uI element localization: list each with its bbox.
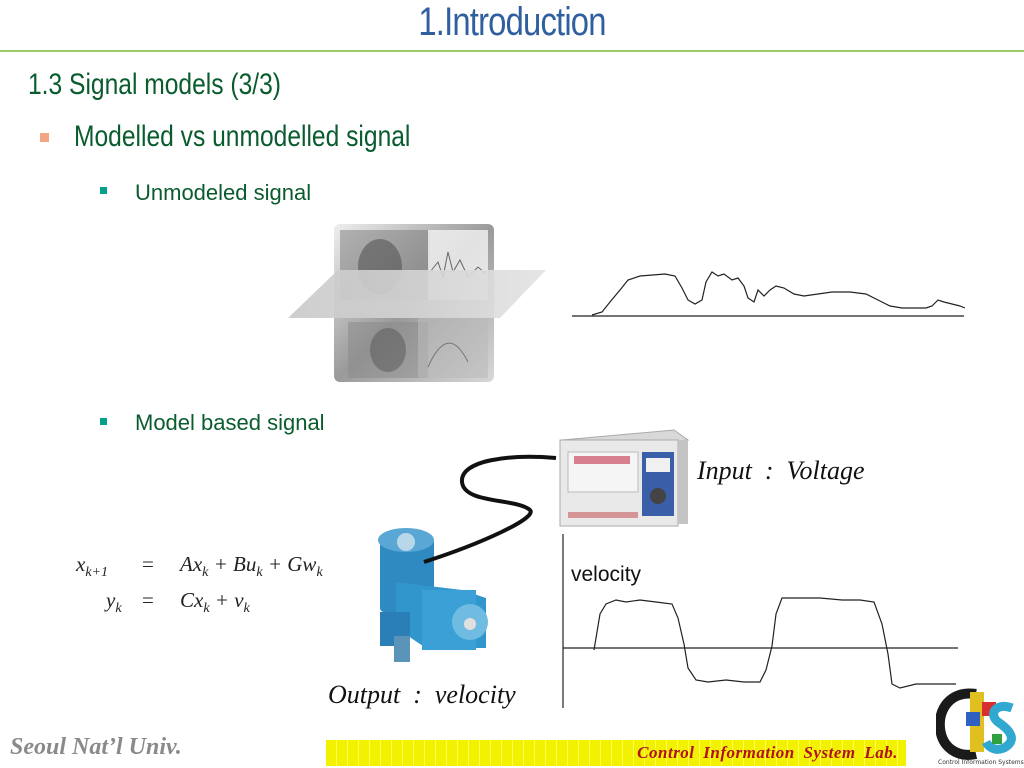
voltage-regulator-image	[559, 429, 690, 527]
state-equation-rhs: Axk + Buk + Gwk	[180, 552, 323, 580]
unmodeled-image-collage	[288, 224, 546, 382]
title-divider	[0, 50, 1024, 52]
unmodeled-signal-waveform	[572, 271, 966, 317]
output-equation-rhs: Cxk + vk	[180, 588, 250, 616]
state-space-equations: xk+1 = Axk + Buk + Gwk yk = Cxk + vk	[70, 550, 370, 620]
bullet-square-icon	[40, 133, 49, 142]
footer-lab-name: Control Information System Lab.	[637, 743, 898, 762]
dc-motor-image	[378, 528, 488, 662]
footer-band: Control Information System Lab.	[326, 740, 906, 766]
output-equation-lhs: yk	[106, 588, 122, 616]
bullet-modelled-vs-unmodelled: Modelled vs unmodelled signal	[74, 120, 411, 153]
connection-cable	[423, 454, 557, 564]
state-equation-lhs: xk+1	[76, 552, 108, 580]
output-velocity-label: Output : velocity	[328, 680, 516, 709]
bullet-model-based-signal: Model based signal	[135, 410, 325, 435]
output-equation: yk = Cxk + vk	[106, 588, 250, 616]
velocity-axis-label: velocity	[571, 563, 642, 586]
footer-university: Seoul Nat’l Univ.	[10, 734, 182, 760]
section-heading: 1.3 Signal models (3/3)	[28, 68, 281, 101]
slide-title: 1.Introduction	[418, 0, 606, 44]
bullet-square-icon	[100, 187, 107, 194]
velocity-waveform-plot	[562, 534, 958, 708]
bullet-unmodeled-signal: Unmodeled signal	[135, 180, 312, 205]
svg-text:Control Information Systems La: Control Information Systems Lab	[938, 759, 1024, 766]
bullet-square-icon	[100, 418, 107, 425]
input-voltage-label: Input : Voltage	[697, 456, 865, 485]
state-equation: xk+1 = Axk + Buk + Gwk	[76, 552, 323, 580]
cis-lab-logo: Control Information Systems Lab	[936, 688, 1024, 766]
